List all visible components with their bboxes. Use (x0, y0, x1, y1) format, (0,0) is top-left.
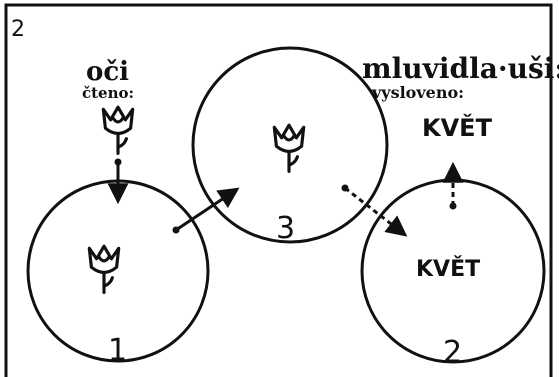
arrow-icon (172, 187, 240, 234)
panel-number: 2 (11, 17, 25, 42)
circle-2-number: 2 (443, 335, 462, 370)
note-word: KVĚT (422, 113, 493, 142)
flower-icon (87, 244, 121, 294)
arrow-icon (341, 184, 408, 237)
note-spoken: vysloveno: (371, 83, 464, 102)
circle-1: 1 (26, 179, 210, 368)
note-read: čteno: (82, 84, 134, 102)
circle-3-number: 3 (276, 211, 295, 246)
note-eyes: oči (86, 57, 129, 87)
frame-border (4, 3, 553, 377)
circle-3: 3 (191, 46, 389, 246)
note-speech-organs: mluvidla·uši: (362, 52, 559, 85)
circle-1-number: 1 (108, 333, 127, 368)
arrow-icon (107, 158, 129, 205)
flower-icon (272, 123, 306, 173)
flower-icon (101, 105, 135, 155)
circle-2-word: KVĚT (416, 256, 480, 282)
arrow-icon (442, 161, 464, 210)
